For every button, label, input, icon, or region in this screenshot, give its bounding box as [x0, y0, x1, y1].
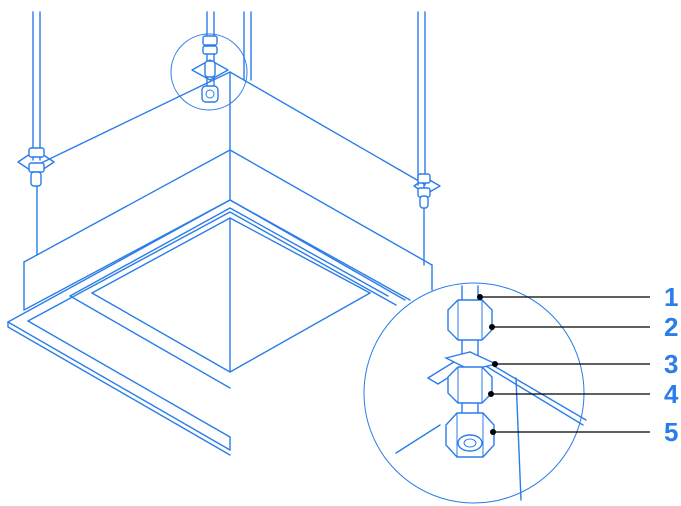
left-hanger-bracket [17, 147, 55, 187]
right-hanger-bracket [413, 173, 441, 209]
top-detail-circle [170, 33, 248, 111]
callout-2-label: 2 [664, 312, 678, 342]
callout-1-label: 1 [664, 282, 678, 312]
enlarged-detail-circle [363, 282, 587, 504]
diffuser-face-plate [7, 199, 411, 456]
callout-5-label: 5 [664, 417, 678, 447]
callout-leaders [477, 294, 650, 435]
diffuser-cone [69, 207, 389, 389]
callout-labels: 1 2 3 4 5 [664, 282, 679, 447]
callout-3-label: 3 [664, 349, 678, 379]
callout-4-label: 4 [664, 379, 679, 409]
hanging-rods [32, 11, 426, 186]
